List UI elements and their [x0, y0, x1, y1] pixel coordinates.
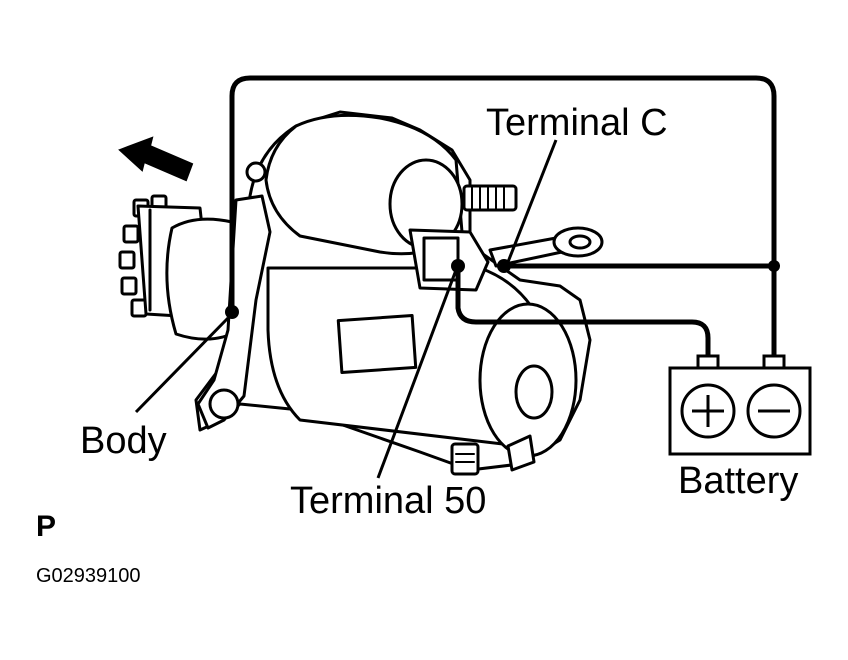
battery-positive-post	[696, 354, 720, 370]
terminal-50-wire	[455, 266, 711, 356]
wiring	[229, 75, 777, 356]
junction-point	[768, 260, 780, 272]
body-ground-wire	[229, 75, 777, 356]
connection-points	[225, 259, 780, 319]
terminal-c-label: Terminal C	[486, 102, 668, 144]
drive-housing	[165, 217, 242, 341]
battery-negative-post	[762, 354, 786, 370]
battery-label: Battery	[678, 460, 799, 502]
terminal-c-point	[497, 259, 511, 273]
terminal-c-leader	[506, 139, 558, 263]
starter-motor-drawing	[118, 110, 604, 476]
figure-code: G02939100	[36, 565, 141, 587]
terminal-c-stud	[462, 184, 518, 212]
body-leader	[134, 316, 230, 414]
leader-lines	[134, 139, 558, 479]
terminal-50-label: Terminal 50	[290, 480, 487, 522]
plus-sign-icon	[692, 395, 724, 427]
terminal-50-leader	[376, 269, 458, 479]
body-label: Body	[80, 420, 167, 462]
through-bolt	[450, 442, 480, 476]
terminal-50-point	[451, 259, 465, 273]
page-marker: P	[36, 510, 57, 543]
arrow-icon	[118, 136, 194, 182]
body-ground-point	[225, 305, 239, 319]
battery-icon	[668, 354, 812, 456]
name-plate	[336, 313, 418, 375]
